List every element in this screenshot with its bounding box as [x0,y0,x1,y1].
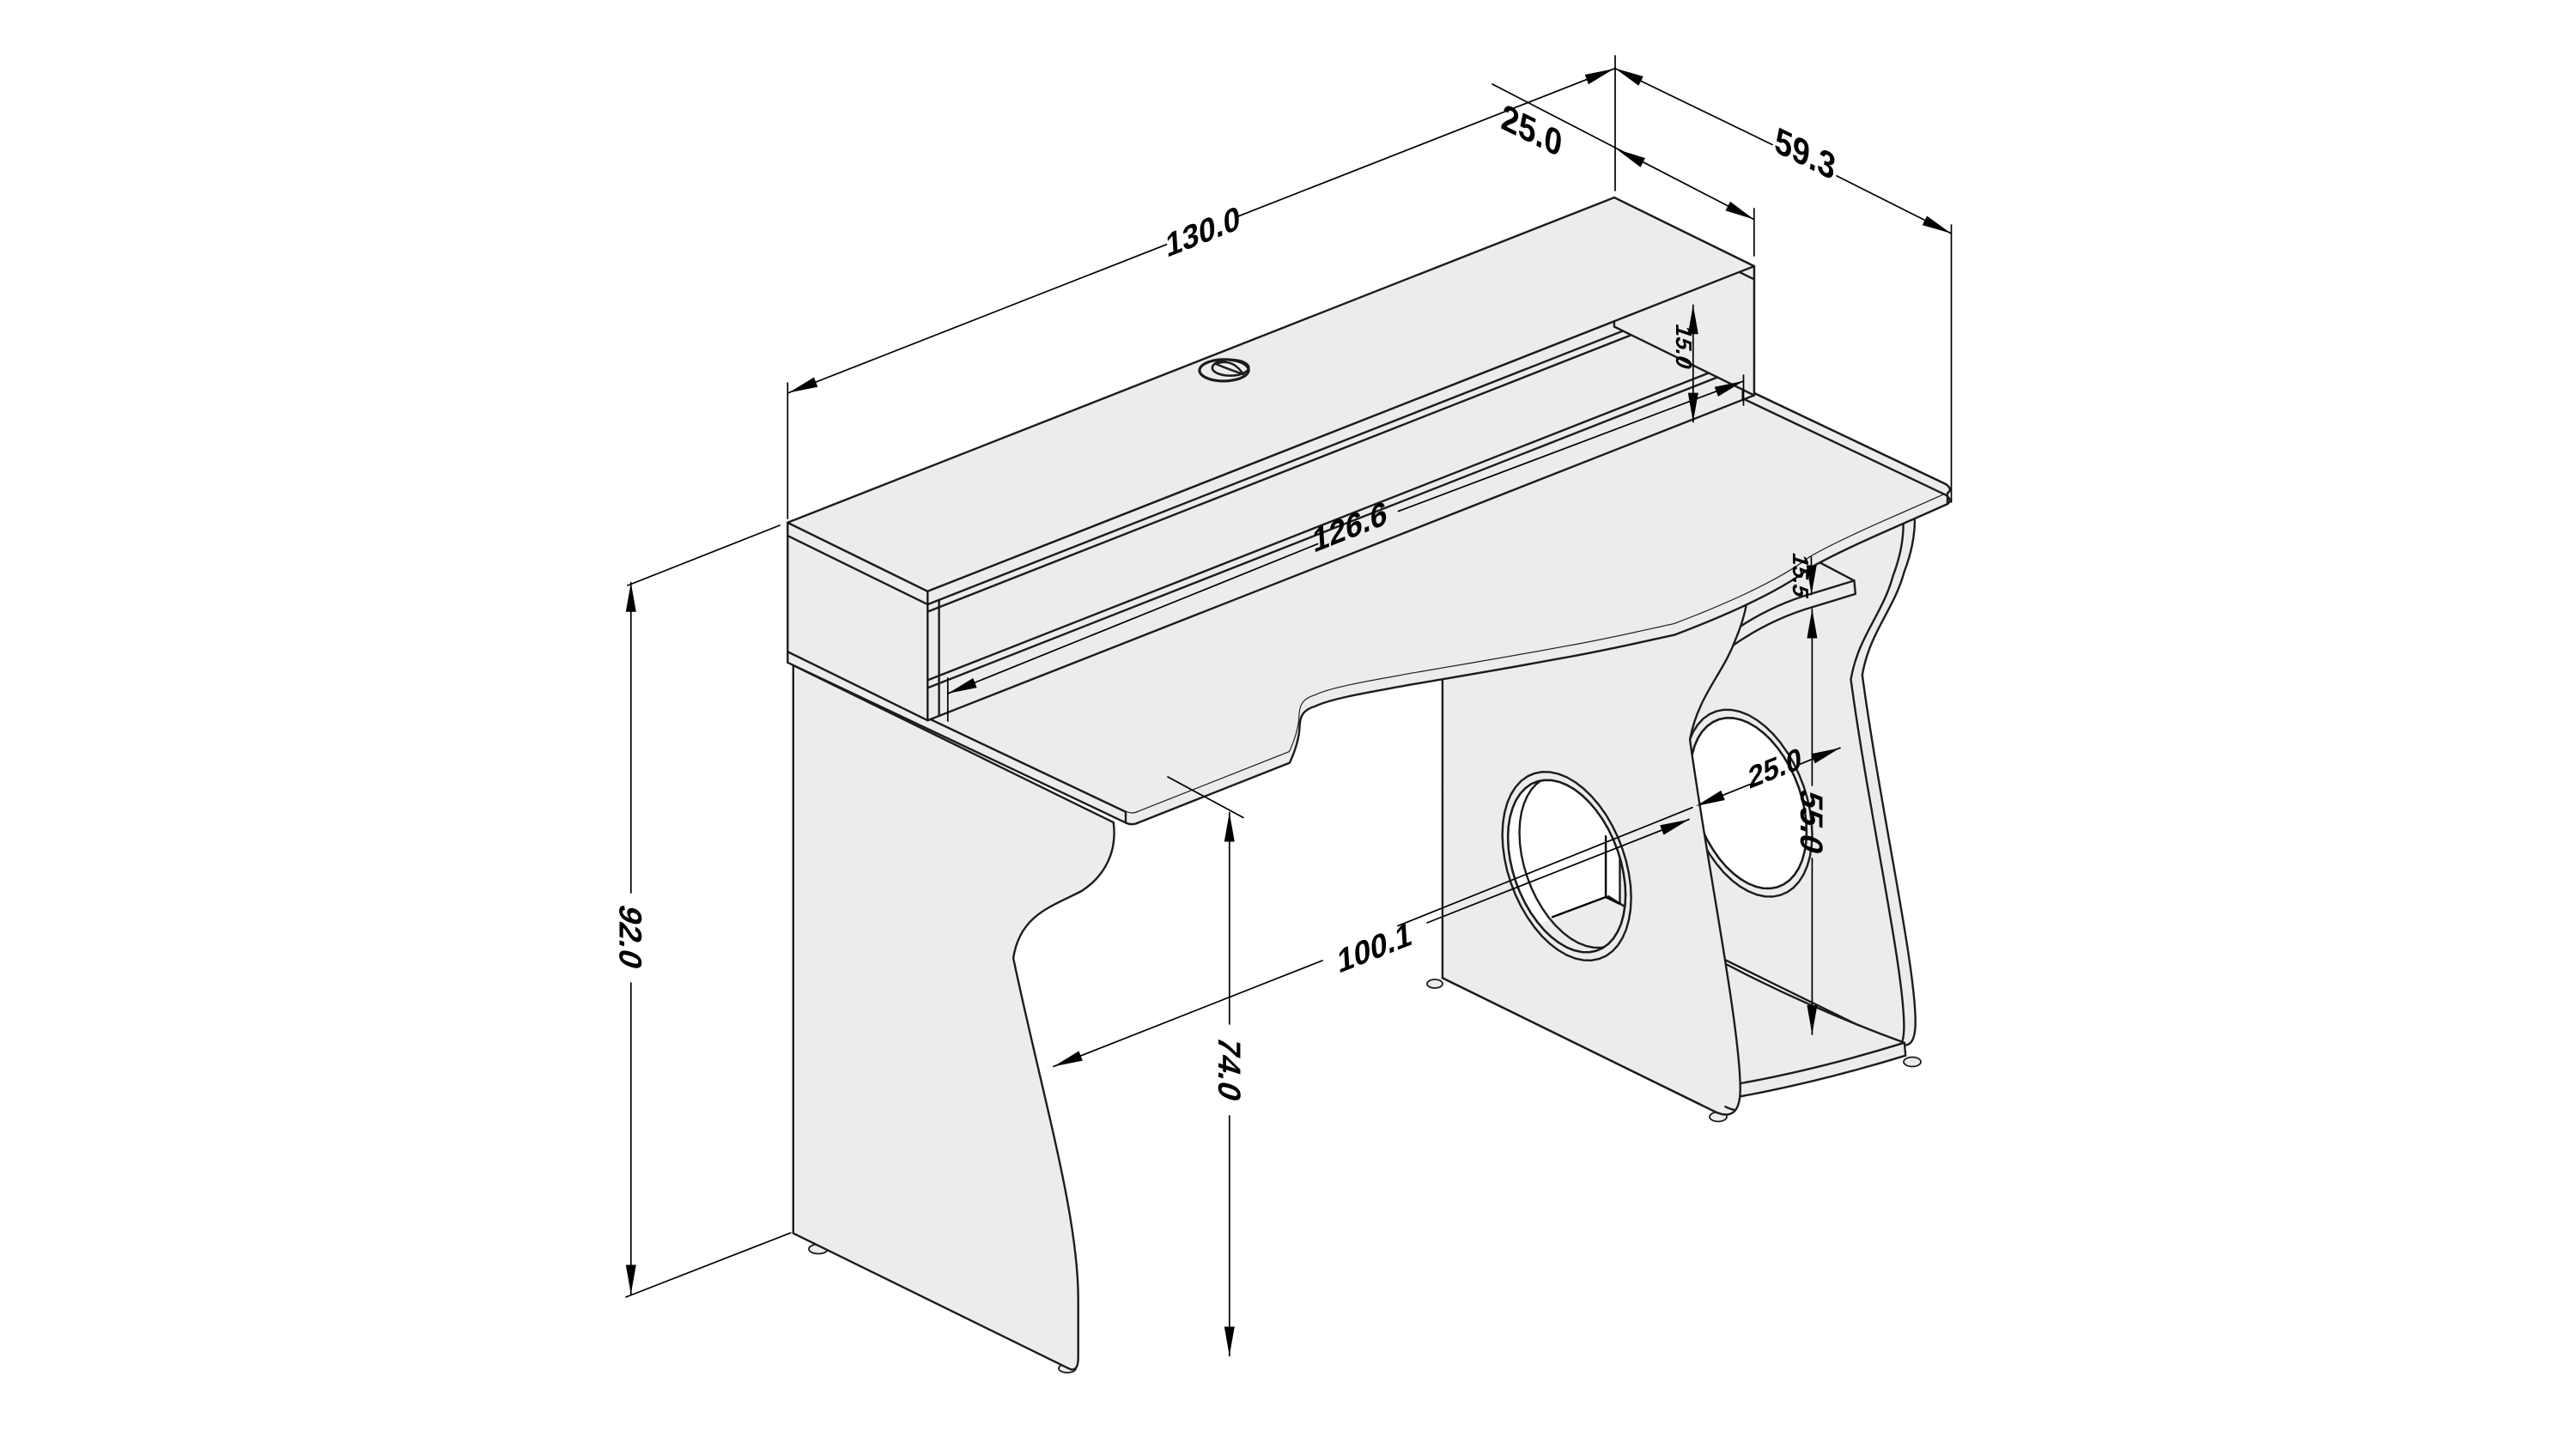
svg-text:15.0: 15.0 [1671,321,1696,373]
svg-text:92.0: 92.0 [612,900,647,973]
svg-text:15.5: 15.5 [1788,550,1813,602]
svg-text:74.0: 74.0 [1211,1033,1246,1106]
svg-text:55.0: 55.0 [1793,785,1828,858]
